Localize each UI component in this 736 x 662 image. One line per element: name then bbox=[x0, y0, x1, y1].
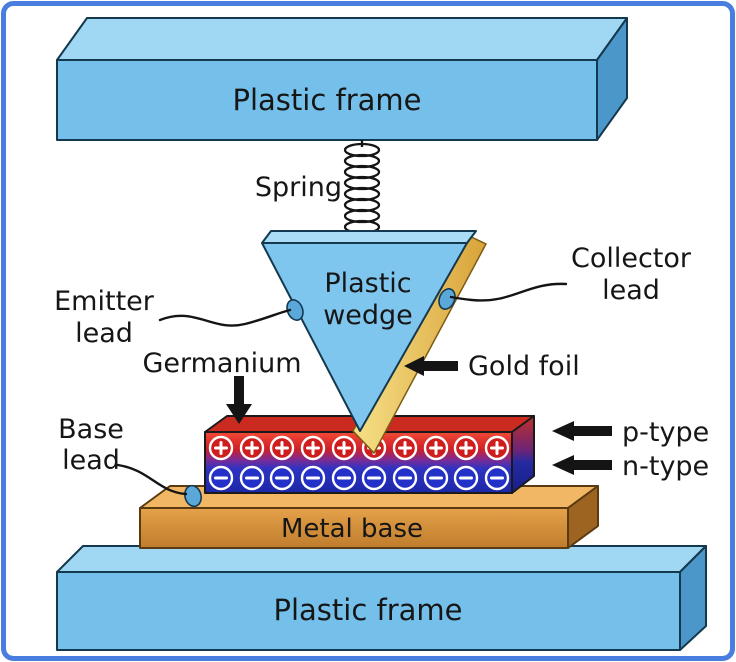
base-contact-bump bbox=[184, 484, 202, 508]
emitter-contact-bump bbox=[286, 299, 304, 321]
bottom-frame-top-face bbox=[56, 545, 707, 573]
collector-label-line2: lead bbox=[602, 275, 660, 306]
base-lead-label-line2: lead bbox=[62, 445, 120, 476]
minus-charge-icon bbox=[239, 465, 265, 491]
plus-charge-icon bbox=[269, 435, 295, 461]
minus-charge-icon bbox=[423, 465, 449, 491]
plus-charge-icon bbox=[392, 435, 418, 461]
bottom-plastic-frame bbox=[56, 545, 707, 651]
top-frame-top-face bbox=[56, 17, 628, 61]
minus-charge-icon bbox=[269, 465, 295, 491]
collector-label-line1: Collector bbox=[571, 243, 692, 274]
emitter-label-line2: lead bbox=[75, 318, 133, 349]
plus-charge-icon bbox=[484, 435, 510, 461]
plus-charge-icon bbox=[453, 435, 479, 461]
bottom-frame-front-face bbox=[56, 571, 681, 651]
n-type-label: n-type bbox=[622, 451, 709, 482]
lead-wires bbox=[116, 282, 568, 496]
plus-charge-icon bbox=[208, 435, 234, 461]
collector-contact-bump bbox=[438, 288, 456, 310]
minus-charge-icon bbox=[331, 465, 357, 491]
n-type-arrow bbox=[552, 455, 612, 475]
p-type-arrow bbox=[552, 421, 612, 441]
top-frame-label: Plastic frame bbox=[232, 83, 421, 117]
collector-lead-wire bbox=[449, 282, 568, 302]
minus-charge-icon bbox=[453, 465, 479, 491]
germanium-label: Germanium bbox=[142, 348, 301, 379]
gold-foil-label: Gold foil bbox=[468, 351, 580, 382]
plus-charge-icon bbox=[423, 435, 449, 461]
top-plastic-frame bbox=[56, 17, 628, 141]
minus-charge-icon bbox=[392, 465, 418, 491]
minus-charge-icon bbox=[484, 465, 510, 491]
plus-charge-icon bbox=[239, 435, 265, 461]
plastic-wedge bbox=[261, 230, 477, 432]
germanium-arrow bbox=[226, 376, 252, 424]
wedge-top-bevel bbox=[261, 230, 477, 244]
wedge-label-line1: Plastic bbox=[324, 268, 411, 299]
metal-base bbox=[139, 485, 599, 549]
base-lead-wire bbox=[116, 463, 188, 496]
plus-charge-icon bbox=[300, 435, 326, 461]
plus-charge-icon bbox=[331, 435, 357, 461]
minus-charge-icon bbox=[361, 465, 387, 491]
bottom-frame-label: Plastic frame bbox=[273, 593, 462, 627]
gold-foil-arrow bbox=[404, 356, 458, 376]
emitter-lead-wire bbox=[158, 308, 292, 327]
p-type-label: p-type bbox=[622, 417, 709, 448]
metal-base-front-face bbox=[139, 507, 569, 549]
wedge-body bbox=[261, 242, 468, 432]
wedge-label-line2: wedge bbox=[323, 300, 413, 331]
minus-charge-icon bbox=[208, 465, 234, 491]
emitter-label-line1: Emitter bbox=[54, 286, 155, 317]
top-frame-front-face bbox=[56, 59, 598, 141]
pointer-arrows bbox=[226, 356, 612, 475]
minus-charge-icon bbox=[300, 465, 326, 491]
spring-label: Spring bbox=[255, 172, 342, 203]
base-lead-label-line1: Base bbox=[58, 414, 124, 445]
metal-base-label: Metal base bbox=[281, 514, 423, 544]
